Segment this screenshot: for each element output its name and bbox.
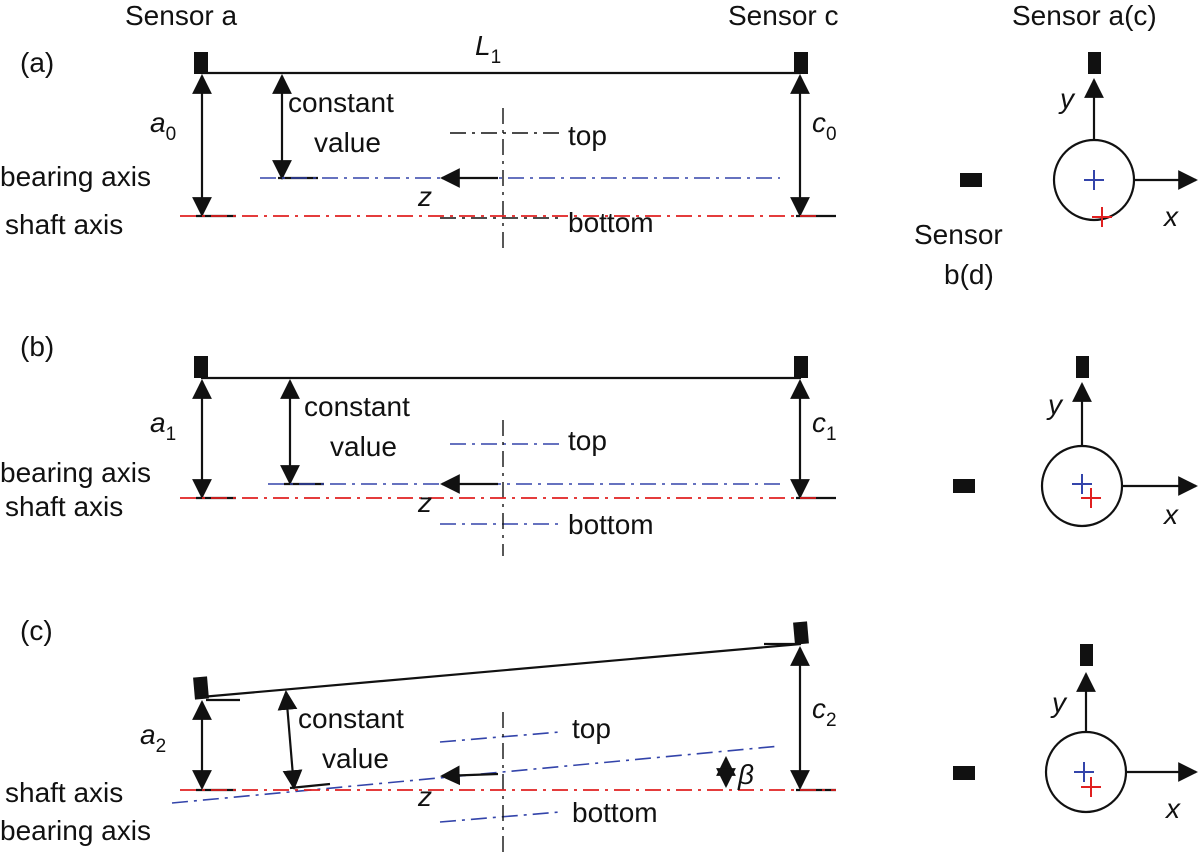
panel-tag: (a) — [20, 47, 54, 78]
sensor-ac-top-marker — [1080, 644, 1093, 666]
constant-label-line1: constant — [298, 703, 404, 734]
sensor-bd-marker — [953, 479, 975, 493]
top-label: top — [568, 120, 607, 151]
shaft-center-mark — [1081, 488, 1101, 508]
panel-b: (b) a1 c1 constant value top bottom z be… — [0, 331, 1198, 556]
constant-label-line2: value — [330, 431, 397, 462]
sensor-a-marker — [193, 676, 209, 700]
y-axis-label: y — [1050, 687, 1068, 718]
shaft-center-mark — [1092, 207, 1112, 227]
bearing-center-mark — [1084, 170, 1104, 190]
z-arrow — [440, 765, 499, 786]
bearing-axis-label: bearing axis — [0, 457, 151, 488]
top-label: top — [572, 713, 611, 744]
length-label: L1 — [475, 30, 501, 68]
sensor-bd-marker — [960, 173, 982, 187]
a-measurement-label: a2 — [140, 719, 166, 757]
bearing-axis-line — [171, 745, 781, 804]
y-axis-label: y — [1058, 83, 1076, 114]
z-label: z — [417, 181, 432, 212]
a-measurement-label: a0 — [150, 107, 176, 145]
sensor-a-marker — [194, 356, 208, 378]
constant-label-line2: value — [314, 127, 381, 158]
x-axis-label: x — [1162, 499, 1179, 530]
constant-arrow — [277, 690, 303, 790]
shaft-axis-label: shaft axis — [5, 777, 123, 808]
x-axis-label: x — [1162, 201, 1179, 232]
bottom-label: bottom — [572, 797, 658, 828]
bearing-center-mark — [1074, 762, 1094, 782]
top-label: top — [568, 425, 607, 456]
bearing-center-mark — [1072, 474, 1092, 494]
sensor-a-label: Sensor a — [125, 0, 237, 31]
bearing-axis-label: bearing axis — [0, 815, 151, 846]
sensor-bd-label-line2: b(d) — [944, 259, 994, 290]
sensor-c-marker — [794, 52, 808, 74]
constant-label-line1: constant — [304, 391, 410, 422]
bottom-line — [439, 811, 561, 823]
sensor-a-marker — [194, 52, 208, 74]
sensor-ac-top-marker — [1076, 356, 1089, 378]
c-measurement-label: c1 — [812, 407, 837, 445]
shaft-axis-label: shaft axis — [5, 209, 123, 240]
sensor-c-marker — [794, 356, 808, 378]
z-label: z — [417, 781, 432, 812]
panel-tag: (b) — [20, 331, 54, 362]
bottom-label: bottom — [568, 509, 654, 540]
sensor-bd-marker — [953, 766, 975, 780]
panel-tag: (c) — [20, 615, 53, 646]
y-axis-label: y — [1046, 389, 1064, 420]
constant-label-line1: constant — [288, 87, 394, 118]
sensor-c-label: Sensor c — [728, 0, 839, 31]
shaft-center-mark — [1081, 777, 1101, 797]
sensor-c-marker — [793, 621, 809, 645]
constant-label-line2: value — [322, 743, 389, 774]
top-line — [439, 731, 561, 743]
panel-a: (a) a0 c0 constant value top bottom z be… — [0, 47, 1198, 290]
sensor-bd-label-line1: Sensor — [914, 219, 1003, 250]
c-measurement-label: c0 — [812, 107, 837, 145]
c-measurement-label: c2 — [812, 693, 837, 731]
bearing-axis-label: bearing axis — [0, 161, 151, 192]
beta-label: β — [737, 759, 754, 790]
sensor-ac-label: Sensor a(c) — [1012, 0, 1157, 31]
a-measurement-label: a1 — [150, 407, 176, 445]
bottom-label: bottom — [568, 207, 654, 238]
bearing-tick-left — [289, 782, 331, 790]
reference-line — [200, 642, 802, 699]
z-label: z — [417, 487, 432, 518]
x-axis-label: x — [1164, 793, 1181, 824]
panel-c: (c) a2 c2 constant value top bottom z β … — [0, 615, 1198, 852]
sensor-ac-top-marker — [1088, 52, 1101, 74]
shaft-axis-label: shaft axis — [5, 491, 123, 522]
